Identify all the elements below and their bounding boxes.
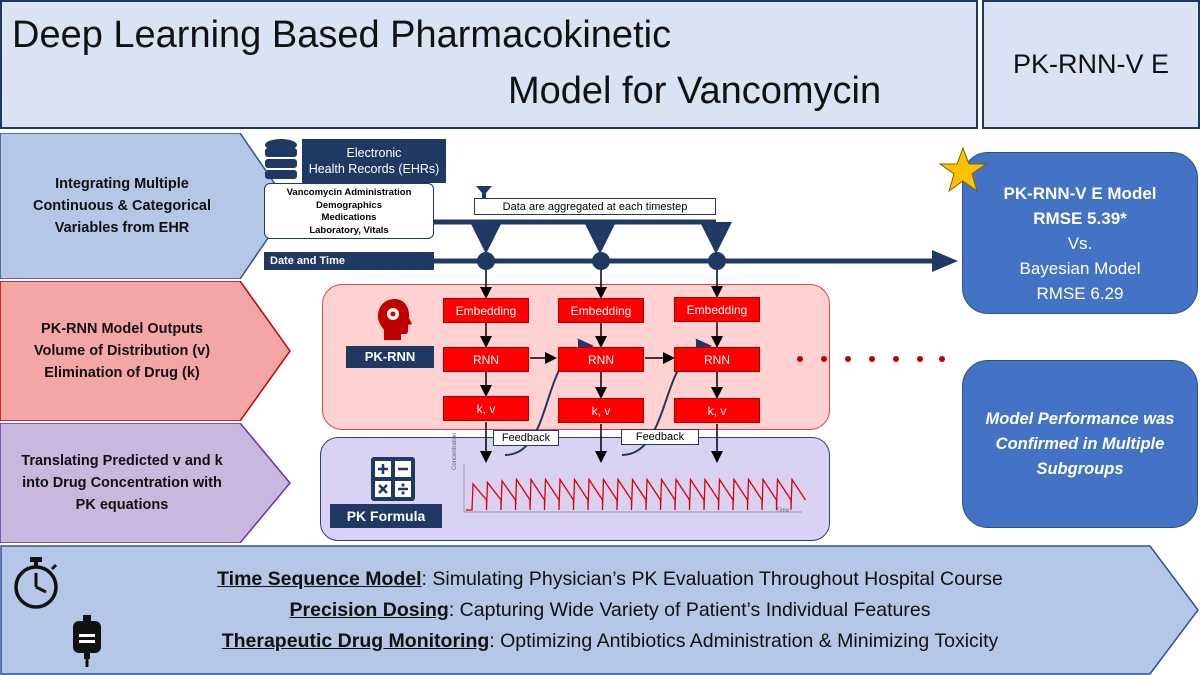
results-model-name: PK-RNN-V E Model (1003, 184, 1157, 203)
bottom-text: : Simulating Physician’s PK Evaluation T… (421, 568, 1003, 590)
performance-text: Model Performance was Confirmed in Multi… (985, 409, 1175, 478)
ehr-title-2: Health Records (EHRs) (308, 162, 440, 176)
ehr-item: Medications (321, 212, 377, 223)
step-outputs-text: PK-RNN Model Outputs Volume of Distribut… (33, 321, 211, 381)
bottom-label: Precision Dosing (289, 599, 449, 621)
ehr-title-1: Electronic (346, 146, 402, 160)
ehr-item: Vancomycin Administration (286, 187, 412, 198)
ehr-item: Demographics (316, 199, 382, 211)
bottom-label: Therapeutic Drug Monitoring (221, 630, 490, 652)
star-icon (938, 146, 988, 193)
rnn-block-3: RNN (674, 347, 760, 372)
performance-panel: Model Performance was Confirmed in Multi… (962, 360, 1198, 528)
aggregation-note: Data are aggregated at each timestep (474, 198, 716, 215)
feedback-label-1: Feedback (493, 430, 559, 446)
kv-block-2: k, v (558, 398, 644, 423)
page-title-line1: Deep Learning Based Pharmacokinetic (12, 14, 672, 56)
chevron-shape (0, 133, 291, 279)
bottom-point-time-sequence: Time Sequence Model: Simulating Physicia… (120, 568, 1100, 591)
bottom-text: : Optimizing Antibiotics Administration … (489, 630, 999, 652)
calculator-icon (371, 457, 415, 501)
iv-bag-icon (73, 615, 101, 667)
results-bayesian-name: Bayesian Model (1019, 259, 1141, 278)
kv-block-1: k, v (443, 396, 529, 421)
concentration-axis-label: Concentration (452, 432, 458, 470)
bottom-label: Time Sequence Model (217, 568, 422, 590)
head-gears-icon (378, 299, 412, 340)
ehr-variable-list: Vancomycin Administration Demographics M… (264, 183, 434, 239)
pk-formula-label: PK Formula (330, 504, 442, 528)
page-title-line2: Model for Vancomycin (508, 70, 882, 112)
embedding-block-1: Embedding (443, 298, 529, 323)
bottom-text: : Capturing Wide Variety of Patient’s In… (448, 599, 931, 621)
step-pk-translation: Translating Predicted v and k into Drug … (0, 423, 292, 543)
chevron-shape (0, 423, 291, 543)
rnn-block-2: RNN (558, 347, 644, 372)
ehr-item: Laboratory, Vitals (309, 224, 389, 236)
results-panel: PK-RNN-V E Model RMSE 5.39* Vs. Bayesian… (962, 152, 1198, 314)
results-model-rmse: RMSE 5.39* (1033, 209, 1127, 228)
title-banner (0, 0, 978, 129)
step-ehr-integration: Integrating Multiple Continuous & Catego… (0, 133, 292, 279)
step-model-outputs: PK-RNN Model Outputs Volume of Distribut… (0, 281, 292, 421)
chevron-shape (0, 281, 291, 421)
time-axis-label: Time (776, 508, 790, 514)
results-bayesian-rmse: RMSE 6.29 (1036, 284, 1124, 303)
bottom-point-precision-dosing: Precision Dosing: Capturing Wide Variety… (120, 599, 1100, 622)
database-icon (265, 139, 297, 179)
step-ehr-text: Integrating Multiple Continuous & Catego… (32, 176, 212, 236)
embedding-block-2: Embedding (558, 298, 644, 323)
pk-rnn-label: PK-RNN (346, 346, 434, 368)
model-badge: PK-RNN-V E (982, 0, 1200, 129)
results-vs: Vs. (1067, 234, 1093, 253)
stopwatch-icon (14, 557, 58, 609)
step-translation-text: Translating Predicted v and k into Drug … (21, 453, 223, 513)
bottom-point-drug-monitoring: Therapeutic Drug Monitoring: Optimizing … (120, 630, 1100, 653)
kv-block-3: k, v (674, 398, 760, 423)
rnn-block-1: RNN (443, 347, 529, 372)
concentration-curve (463, 464, 807, 513)
ehr-header: Electronic Health Records (EHRs) (302, 139, 446, 183)
embedding-block-3: Embedding (674, 297, 760, 322)
feedback-label-2: Feedback (621, 429, 699, 445)
date-time-bar: Date and Time (264, 252, 434, 270)
bottom-banner (0, 545, 1199, 675)
